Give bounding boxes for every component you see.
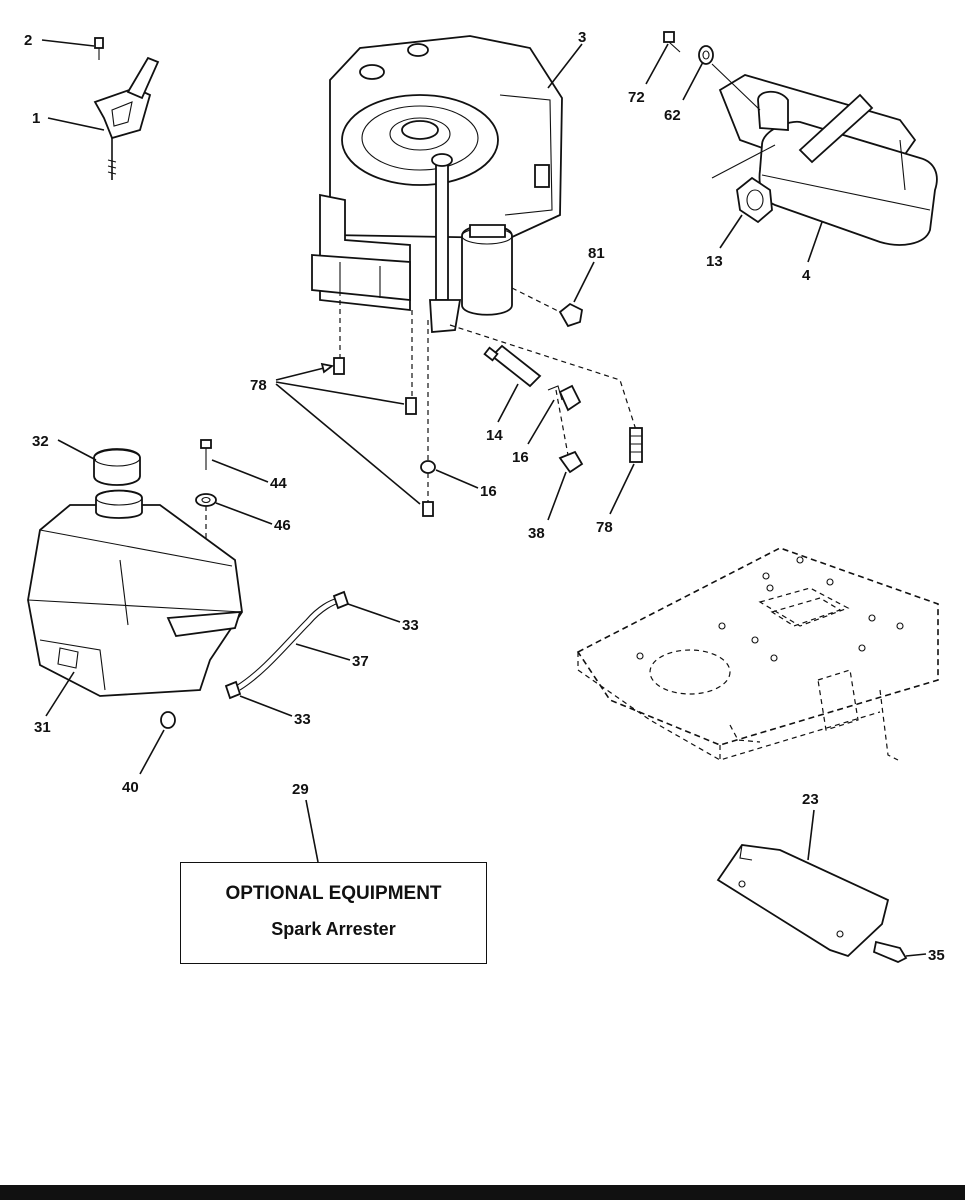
guide-right-78 [449,324,637,431]
leader-16a [527,399,555,445]
leader-33a [347,603,401,623]
leader-40 [139,729,165,775]
part-37-fuel-line [235,597,343,691]
callout-33-lower: 33 [294,711,311,728]
leader-3 [547,43,583,89]
leader-33b [239,695,293,717]
callout-33-upper: 33 [402,617,419,634]
leader-81 [573,261,595,303]
callout-31: 31 [34,719,51,736]
part-31-fuel-tank [27,489,243,697]
leader-29 [305,799,319,863]
leader-13 [719,214,743,249]
callout-78-left: 78 [250,377,267,394]
leader-32 [57,439,97,461]
optional-equipment-box: OPTIONAL EQUIPMENT Spark Arrester [180,862,487,964]
callout-44: 44 [270,475,287,492]
leader-46 [215,502,273,525]
callout-2: 2 [24,32,32,49]
part-78-bolt-right [629,427,643,463]
callout-38: 38 [528,525,545,542]
part-4-muffler [718,74,938,246]
part-78-bolt-b [405,397,417,415]
callout-16-upper: 16 [512,449,529,466]
callout-62: 62 [664,107,681,124]
part-78-bolt-c [422,501,434,517]
part-46-washer [195,493,217,507]
callout-40: 40 [122,779,139,796]
part-14-fuel-filter [483,344,542,388]
leader-14 [497,383,519,423]
optional-equipment-subtitle: Spark Arrester [271,919,396,939]
callout-29: 29 [292,781,309,798]
leader-16b [435,469,479,489]
guide-38 [555,389,569,456]
callout-32: 32 [32,433,49,450]
callout-78-right: 78 [596,519,613,536]
part-78-bolt-a [333,357,345,375]
bottom-border-bar [0,1185,965,1200]
part-2-screw [94,37,104,60]
leader-62 [682,61,704,101]
leader-37 [295,643,351,661]
frame-plate [576,547,939,761]
part-13-gasket [736,176,773,224]
callout-1: 1 [32,110,40,127]
part-32-fuel-cap [93,448,141,486]
guide-62 [711,63,761,111]
callout-4: 4 [802,267,811,284]
part-35-screw [872,940,908,963]
leader-38 [547,471,567,521]
callout-81: 81 [588,245,605,262]
part-38-elbow [558,384,584,474]
leader-78a-2 [275,381,405,405]
part-1-throttle-control [93,56,160,180]
leader-78a-3 [275,383,421,505]
leader-72 [645,43,669,85]
leader-2 [41,39,95,47]
callout-14: 14 [486,427,503,444]
part-33-clamp-lower [224,680,242,700]
callout-46: 46 [274,517,291,534]
part-23-plate [716,844,890,958]
part-16-clamp-b [420,460,436,474]
part-81-nut [558,302,583,328]
leader-1 [47,117,105,131]
part-72-bolt [663,31,681,53]
leader-4 [807,221,823,263]
part-3-engine [311,35,563,333]
part-33-clamp-upper [332,590,350,610]
part-40-bushing [160,711,176,729]
leader-35 [905,953,927,957]
arrowhead-78-1 [320,362,335,374]
leader-23 [807,809,815,861]
callout-72: 72 [628,89,645,106]
callout-35: 35 [928,947,945,964]
leader-78b [609,463,635,515]
callout-13: 13 [706,253,723,270]
callout-16-lower: 16 [480,483,497,500]
leader-31 [45,671,75,717]
leader-44 [211,459,269,483]
guide-13 [711,144,776,179]
part-62-lockwasher [698,45,714,65]
guide-81 [511,287,561,313]
part-44-screw [200,439,212,470]
optional-equipment-title: OPTIONAL EQUIPMENT [225,883,442,904]
callout-23: 23 [802,791,819,808]
callout-3: 3 [578,29,586,46]
callout-37: 37 [352,653,369,670]
